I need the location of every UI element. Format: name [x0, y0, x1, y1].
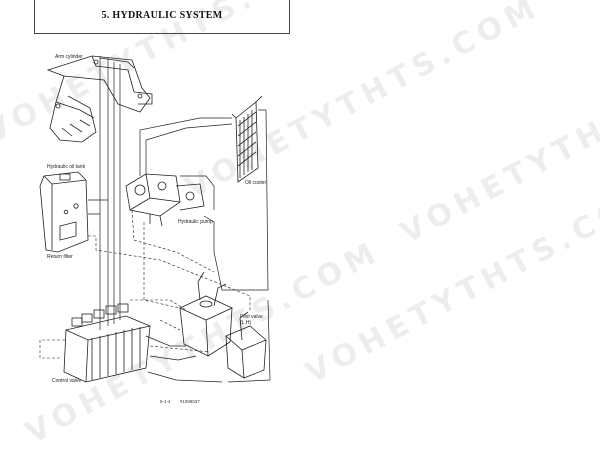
- hydraulic-system-diagram: [39, 55, 271, 383]
- pilot-lines: [39, 209, 251, 359]
- section-title: 5. HYDRAULIC SYSTEM: [101, 10, 223, 21]
- hydraulic-oil-tank-drawing: [39, 171, 89, 253]
- label-control-valve: Control valve: [52, 378, 82, 384]
- figure-number: 5-1-4: [160, 399, 171, 404]
- arm-assembly-drawing: [46, 55, 153, 143]
- label-return-filter: Return filter: [47, 254, 73, 260]
- pilot-valve-drawing: [179, 271, 267, 379]
- label-arm-cylinder: Arm cylinder: [55, 54, 83, 60]
- label-oil-cooler: Oil cooler: [245, 180, 267, 186]
- figure-caption: 5-1-4 #1099037: [160, 399, 208, 404]
- label-pilot-valve-side: (L.H): [240, 320, 252, 326]
- control-valve-drawing: [63, 303, 151, 383]
- oil-cooler-drawing: [231, 95, 263, 183]
- label-pilot-valve: Pilot valve: [240, 314, 263, 320]
- hydraulic-lines: [88, 56, 271, 383]
- figure-code: #1099037: [179, 399, 200, 404]
- label-hydraulic-pump: Hydraulic pump: [178, 219, 213, 225]
- label-hydraulic-oil-tank: Hydraulic oil tank: [47, 164, 86, 170]
- section-title-box: 5. HYDRAULIC SYSTEM: [34, 0, 290, 34]
